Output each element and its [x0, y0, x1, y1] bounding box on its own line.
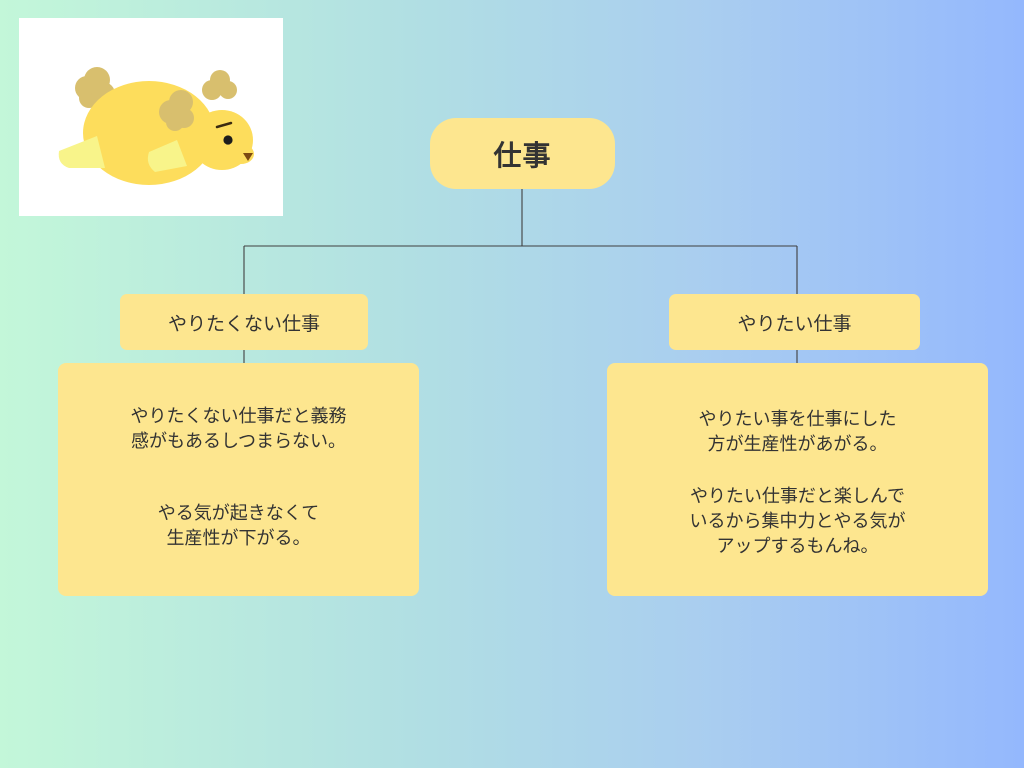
bear-fluff — [159, 90, 194, 131]
root-node: 仕事 — [430, 118, 615, 189]
note-line: 生産性が下がる。 — [166, 528, 311, 549]
bear-brow — [215, 121, 233, 129]
note-paragraph: やりたい仕事だと楽しんで いるから集中力とやる気が アップするもんね。 — [607, 484, 988, 559]
note-line: 方が生産性があがる。 — [707, 434, 888, 455]
note-box-left: やりたくない仕事だと義務 感がもあるしつまらない。 やる気が起きなくて 生産性が… — [58, 363, 419, 596]
branch-label-right-text: やりたい仕事 — [737, 312, 852, 335]
bear-mascot-icon — [58, 67, 254, 185]
note-paragraph: やりたくない仕事だと義務 感がもあるしつまらない。 — [58, 404, 419, 454]
note-line: やる気が起きなくて — [157, 503, 320, 524]
note-line: アップするもんね。 — [716, 536, 879, 557]
note-line: いるから集中力とやる気が — [689, 511, 906, 532]
bear-front-ear — [202, 70, 237, 100]
branch-label-left-text: やりたくない仕事 — [167, 312, 320, 335]
bear-eye — [223, 135, 233, 145]
bear-back-leg — [58, 136, 105, 168]
note-box-right: やりたい事を仕事にした 方が生産性があがる。 やりたい仕事だと楽しんで いるから… — [607, 363, 988, 596]
note-paragraph: やりたい事を仕事にした 方が生産性があがる。 — [607, 407, 988, 457]
branch-label-right: やりたい仕事 — [669, 294, 920, 350]
mascot-illustration — [19, 18, 283, 216]
note-line: やりたい仕事だと楽しんで — [689, 486, 906, 507]
note-line: やりたくない仕事だと義務 — [130, 406, 347, 427]
root-label: 仕事 — [493, 138, 552, 172]
note-line: やりたい事を仕事にした — [698, 409, 897, 430]
note-paragraph: やる気が起きなくて 生産性が下がる。 — [58, 501, 419, 551]
note-line: 感がもあるしつまらない。 — [131, 431, 346, 452]
bear-front-arm — [147, 140, 187, 172]
bear-nose — [243, 153, 253, 161]
bear-back-ear — [75, 67, 115, 108]
branch-label-left: やりたくない仕事 — [120, 294, 368, 350]
